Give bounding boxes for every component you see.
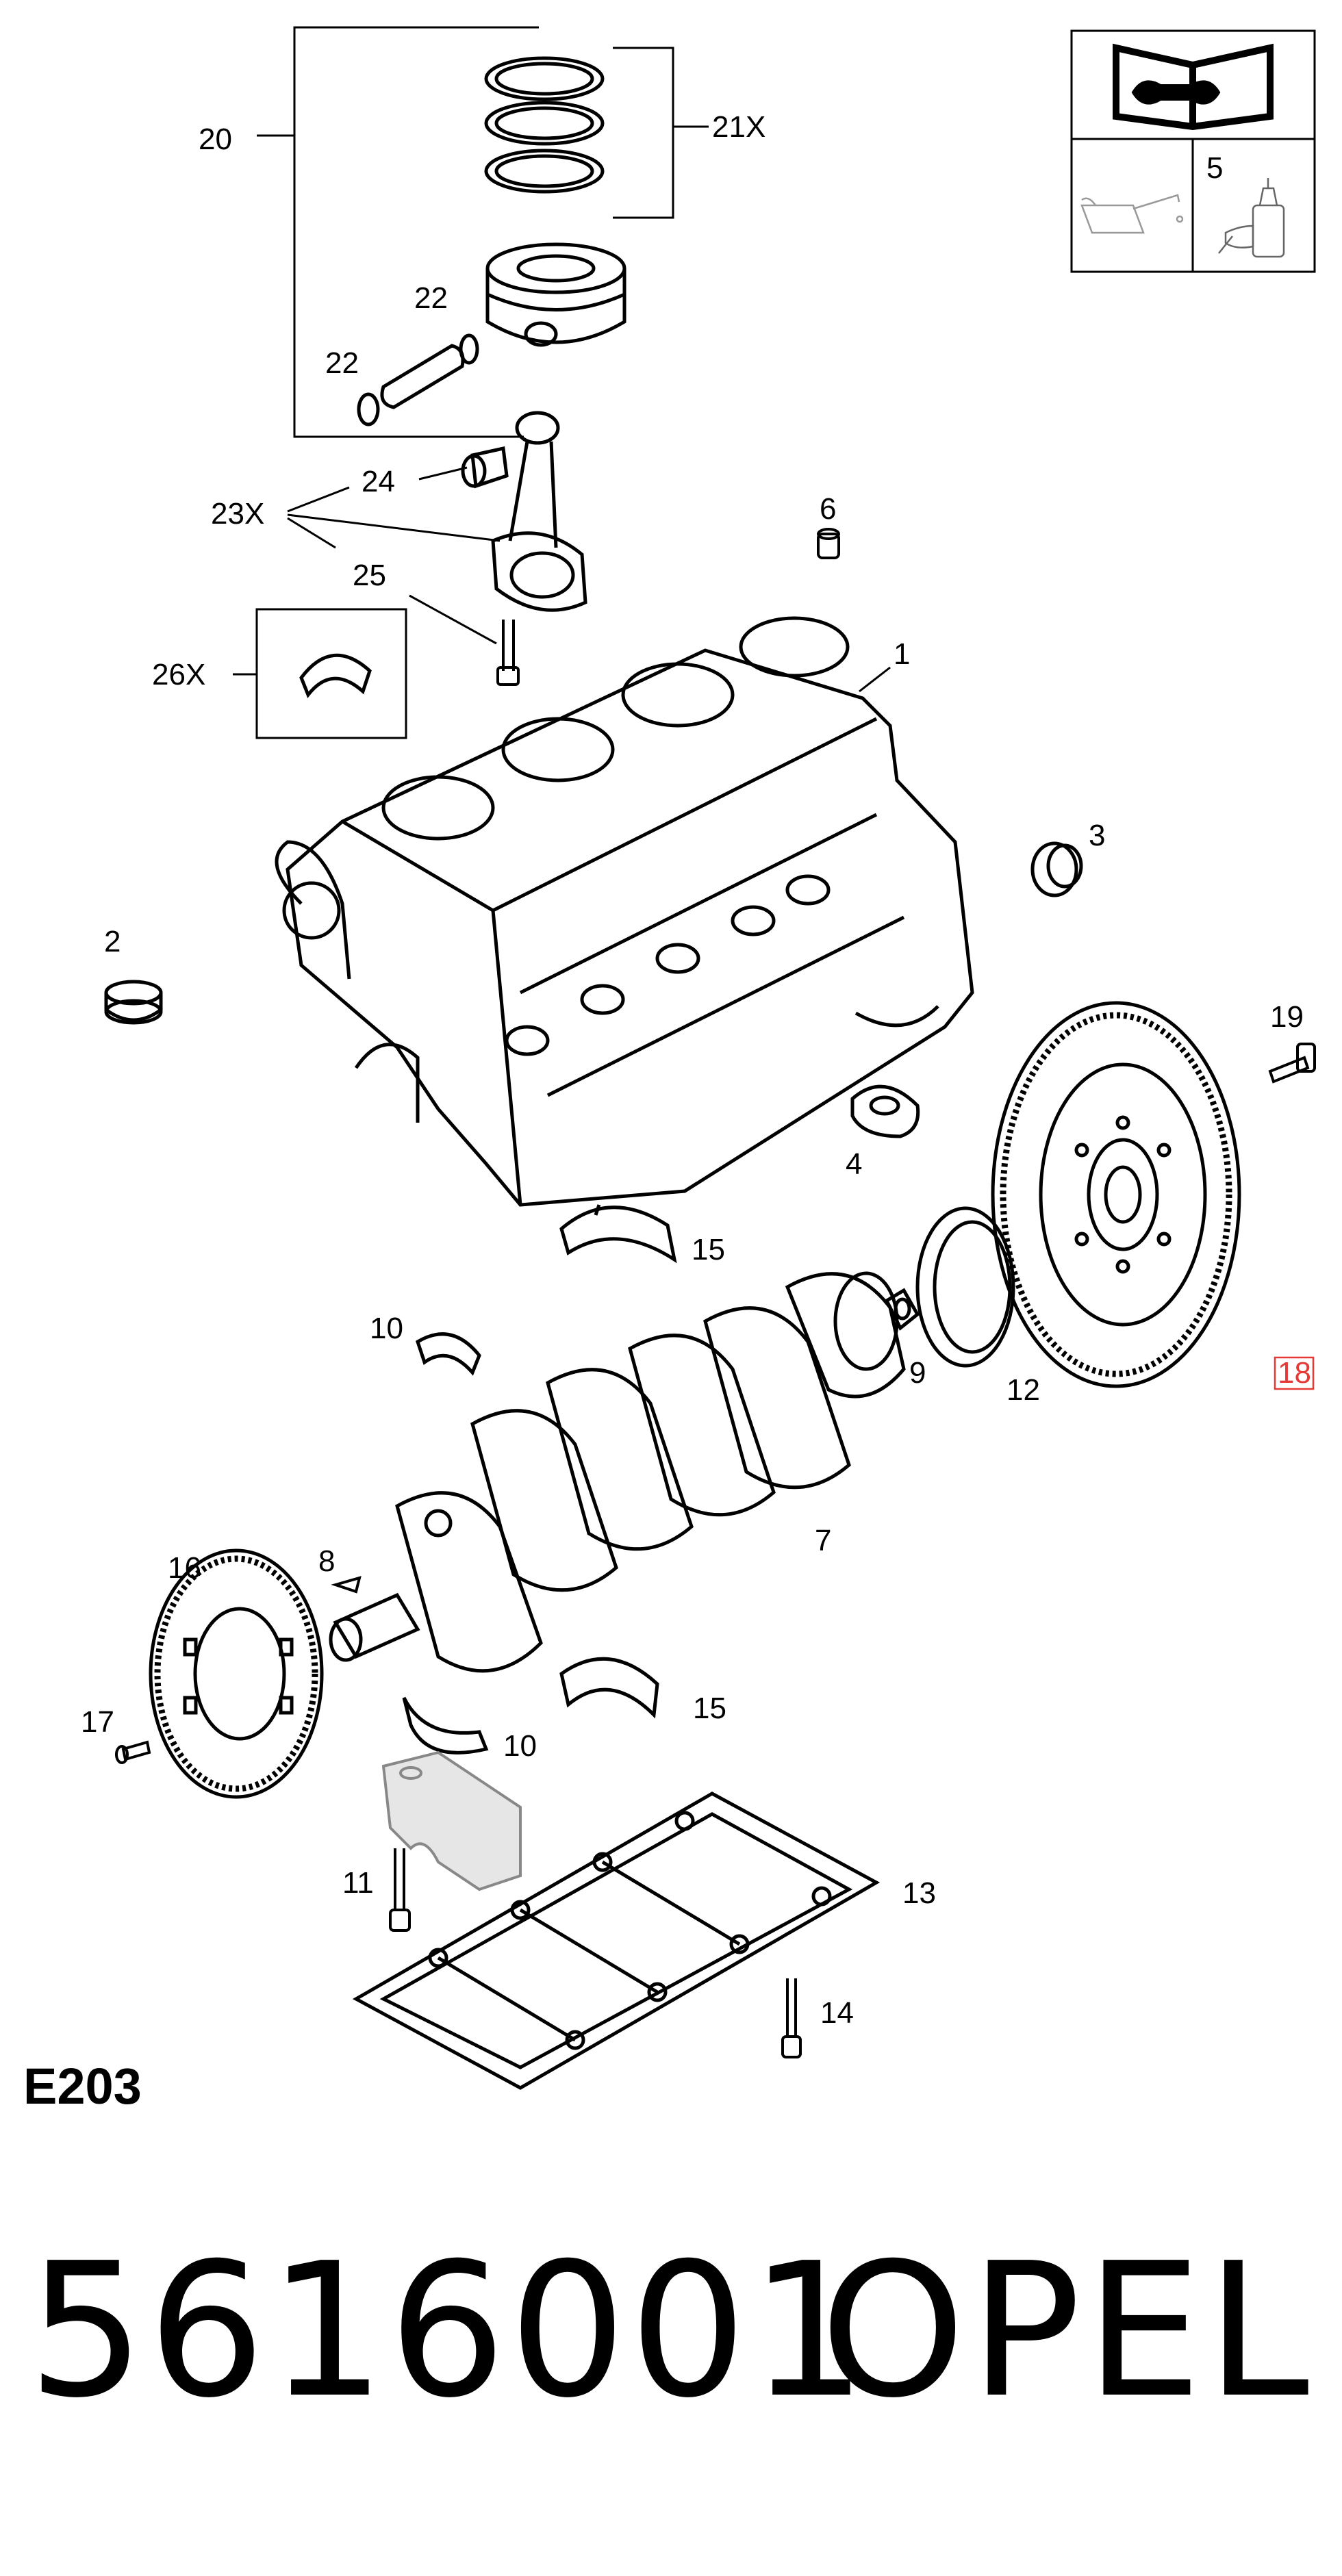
piston-rings [484, 56, 605, 194]
bearing-shell-10-top [415, 1332, 481, 1376]
connecting-rod [491, 411, 587, 612]
main-bearing-lower [559, 1657, 659, 1719]
callout-13: 13 [902, 1876, 936, 1910]
callout-23x: 23X [211, 497, 264, 531]
callout-9: 9 [909, 1356, 926, 1390]
main-bearing-upper [559, 1204, 677, 1264]
callout-21x: 21X [712, 110, 765, 144]
oil-filter [104, 980, 163, 1025]
callout-17: 17 [81, 1705, 114, 1739]
dowel-sleeve [817, 528, 840, 559]
callout-10-bottom: 10 [503, 1729, 537, 1763]
small-end-bushing [461, 446, 509, 489]
flywheel-bolt [1268, 1043, 1316, 1084]
bearing-shell-box [233, 608, 407, 739]
reluctor-bolt [115, 1740, 151, 1764]
bedplate-bolt [781, 1978, 802, 2058]
diagram-code: E203 [23, 2058, 142, 2115]
gasket-4 [850, 1084, 920, 1138]
engine-block [275, 616, 974, 1207]
callout-25: 25 [353, 559, 386, 592]
leader-lines-rod [287, 466, 501, 645]
callout-6: 6 [820, 492, 836, 526]
camshaft-seal [1030, 841, 1083, 897]
main-cap-bolt [389, 1848, 411, 1932]
bearing-shell-10-bottom [402, 1696, 489, 1755]
leader-line-block [859, 666, 891, 693]
bedplate-frame [352, 1791, 881, 2090]
woodruff-key [331, 1576, 362, 1594]
callout-19: 19 [1270, 1000, 1304, 1034]
callout-16: 16 [168, 1551, 201, 1585]
callout-26x: 26X [152, 658, 205, 691]
legend-sealant-number: 5 [1206, 151, 1223, 185]
legend-panel [1070, 29, 1316, 273]
oil-can-icon [1080, 194, 1184, 234]
part-number: 5616001 [27, 2223, 870, 2438]
callout-1: 1 [894, 637, 910, 671]
callout-7: 7 [815, 1524, 831, 1557]
piston [485, 242, 626, 347]
callout-24: 24 [362, 465, 395, 498]
callout-12: 12 [1006, 1373, 1040, 1407]
rear-main-seal [915, 1206, 1015, 1368]
callout-22-piston: 22 [414, 281, 448, 315]
main-bearing-cap [381, 1750, 522, 1891]
callout-11: 11 [342, 1866, 374, 1900]
callout-22-pin: 22 [325, 346, 359, 380]
callout-18-highlight [1274, 1356, 1315, 1390]
crankshaft [329, 1271, 906, 1673]
callout-2: 2 [104, 925, 121, 958]
callout-10-top: 10 [370, 1312, 403, 1345]
flywheel [991, 1001, 1241, 1388]
sealant-tube-icon [1218, 178, 1285, 258]
callout-15-top: 15 [692, 1233, 725, 1266]
piston-pin [357, 333, 479, 426]
callout-3: 3 [1089, 819, 1105, 852]
piston-bracket-lines [257, 26, 709, 438]
callout-14: 14 [820, 1996, 854, 2030]
callout-20: 20 [199, 123, 232, 156]
callout-15-bottom: 15 [693, 1692, 726, 1725]
callout-8: 8 [318, 1544, 335, 1578]
callout-18: 18 [1278, 1356, 1311, 1390]
brand-name: OPEL [820, 2223, 1313, 2438]
crank-reluctor-wheel [149, 1548, 324, 1799]
callout-4: 4 [846, 1147, 862, 1181]
wrench-book-icon [1113, 43, 1274, 131]
rod-bolt [496, 620, 520, 686]
